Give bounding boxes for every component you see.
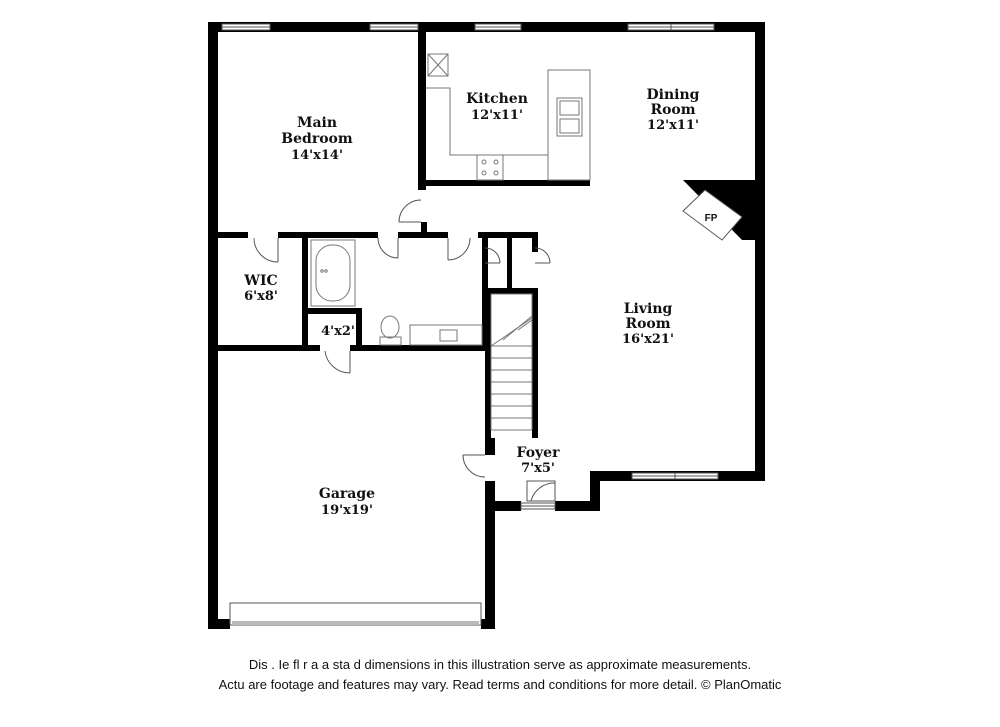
window-living bbox=[631, 472, 719, 480]
garage-name: Garage bbox=[319, 486, 375, 502]
door-hall-closet bbox=[447, 237, 471, 261]
wall-garage-top-a bbox=[218, 345, 320, 351]
vanity-sink-icon bbox=[409, 324, 483, 346]
door-front bbox=[526, 480, 556, 502]
wic-dim: 6'x8' bbox=[244, 289, 278, 304]
door-garage-hall bbox=[324, 350, 351, 374]
wall-halfbath-right bbox=[356, 308, 362, 351]
toilet-icon bbox=[379, 315, 402, 346]
door-foyer-garage bbox=[462, 454, 486, 478]
fireplace: FP bbox=[682, 180, 765, 241]
wall-stair-left bbox=[485, 288, 491, 438]
wall-closets-bottom bbox=[482, 288, 538, 294]
stove-icon bbox=[476, 154, 504, 181]
dining-room-name-2: Room bbox=[650, 102, 695, 118]
wall-garage-top-b bbox=[350, 345, 490, 351]
main-bedroom-dim: 14'x14' bbox=[291, 148, 343, 163]
wall-garage-bottom-right bbox=[481, 619, 495, 629]
dining-room-name-1: Dining bbox=[647, 87, 700, 103]
living-room-dim: 16'x21' bbox=[622, 332, 674, 347]
foyer-name: Foyer bbox=[517, 445, 561, 461]
kitchen-pantry bbox=[427, 53, 449, 77]
door-wic bbox=[253, 237, 279, 263]
door-bedroom-hall bbox=[398, 199, 422, 223]
bath-fixtures bbox=[310, 239, 483, 346]
wall-foyer-left-lower bbox=[485, 481, 495, 511]
wall-left bbox=[208, 22, 218, 629]
kitchen-fixtures bbox=[426, 53, 591, 181]
wall-wic-right bbox=[302, 232, 308, 350]
wall-kitchen-bottom bbox=[418, 180, 590, 186]
door-bath bbox=[377, 237, 399, 259]
window-bedroom-2 bbox=[369, 23, 419, 31]
living-room-name-1: Living bbox=[624, 301, 673, 317]
windows bbox=[221, 23, 719, 510]
half-bath-dim: 4'x2' bbox=[321, 324, 355, 339]
wall-stair-right bbox=[532, 288, 538, 438]
kitchen-island bbox=[547, 69, 591, 181]
stairs bbox=[490, 293, 533, 431]
garage-dim: 19'x19' bbox=[321, 503, 373, 518]
disclaimer-line-2: Actu are footage and features may vary. … bbox=[218, 677, 782, 692]
wic-name: WIC bbox=[243, 273, 277, 289]
doors bbox=[253, 199, 556, 502]
foyer-dim: 7'x5' bbox=[521, 461, 555, 476]
garage-door bbox=[229, 602, 482, 626]
wall-foyer-left-upper bbox=[485, 438, 495, 455]
wall-living-step-v bbox=[590, 471, 600, 511]
wall-foyer-bottom-left bbox=[485, 501, 521, 511]
window-dining bbox=[627, 23, 715, 31]
main-bedroom-name-2: Bedroom bbox=[281, 131, 353, 147]
fireplace-label: FP bbox=[705, 213, 718, 224]
wall-bedroom-bottom-b bbox=[278, 232, 378, 238]
window-bedroom-1 bbox=[221, 23, 271, 31]
disclaimer-line-1: Dis . Ie fl r a a sta d dimensions in th… bbox=[248, 657, 752, 672]
wall-closet-right bbox=[532, 232, 538, 252]
sink-icon bbox=[556, 97, 583, 137]
window-kitchen bbox=[474, 23, 522, 31]
room-labels: Main Bedroom 14'x14' Kitchen 12'x11' Din… bbox=[243, 87, 699, 518]
wall-right bbox=[755, 22, 765, 481]
wall-garage-bottom-left bbox=[208, 619, 230, 629]
kitchen-dim: 12'x11' bbox=[471, 108, 523, 123]
main-bedroom-name-1: Main bbox=[297, 115, 337, 131]
wall-bedroom-bottom-a bbox=[218, 232, 248, 238]
kitchen-name: Kitchen bbox=[466, 91, 528, 107]
bathtub-icon bbox=[310, 239, 356, 307]
wall-closet-divider bbox=[507, 232, 512, 292]
window-foyer bbox=[520, 502, 556, 510]
door-closet-2 bbox=[534, 247, 551, 264]
living-room-name-2: Room bbox=[625, 316, 670, 332]
wall-bedroom-kitchen bbox=[418, 22, 426, 190]
wall-foyer-bottom-right bbox=[555, 501, 600, 511]
wall-halfbath-top bbox=[302, 308, 360, 314]
wall-hall-stub bbox=[421, 222, 427, 238]
dining-room-dim: 12'x11' bbox=[647, 118, 699, 133]
door-closet-1 bbox=[484, 247, 501, 264]
wall-garage-right bbox=[485, 501, 495, 629]
